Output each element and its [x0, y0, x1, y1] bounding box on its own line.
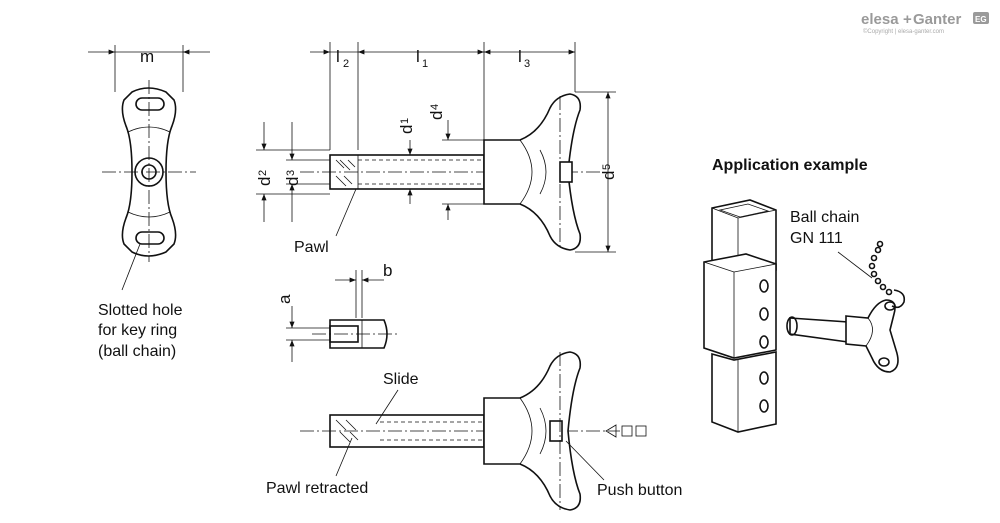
logo-badge: EG: [975, 15, 987, 24]
dim-d3: d: [283, 177, 302, 186]
dim-d5: d: [599, 171, 618, 180]
label-pawl-retracted: Pawl retracted: [266, 480, 368, 497]
dim-l1-sub: 1: [422, 58, 428, 70]
logo-right: Ganter: [913, 11, 962, 28]
logo-plus: +: [903, 11, 912, 28]
detail-view: b a: [275, 261, 400, 362]
dim-l2-sub: 2: [343, 58, 349, 70]
label-push-button: Push button: [597, 482, 682, 499]
dim-l1: l: [416, 47, 420, 66]
front-view: m Slotted hole for key ring (ball chain): [88, 45, 210, 360]
dim-d2-sub: 2: [257, 170, 269, 176]
dim-l3: l: [518, 47, 522, 66]
application-example-title: Application example: [712, 157, 868, 174]
dim-l2: l: [336, 47, 340, 66]
dim-m: m: [140, 47, 154, 66]
logo-left: elesa: [861, 11, 899, 28]
dim-b: b: [383, 261, 392, 280]
logo-badge-box: [973, 12, 989, 24]
application-example: Application example Ball chain GN 111: [703, 157, 906, 433]
side-view: l 2 l 1 l 3 d 5: [255, 42, 618, 256]
brand-logo: elesa + Ganter EG ©Copyright | elesa-gan…: [861, 11, 989, 35]
dim-d2: d: [255, 177, 274, 186]
dim-d1-sub: 1: [399, 118, 411, 124]
label-slide: Slide: [383, 371, 419, 388]
copyright-text: ©Copyright | elesa-ganter.com: [863, 28, 944, 35]
retracted-view: Slide Pawl retracted Push button: [266, 351, 682, 511]
dim-d3-sub: 3: [285, 170, 297, 176]
label-slotted-hole-2: for key ring: [98, 322, 177, 339]
label-ball-chain-2: GN 111: [790, 230, 843, 247]
dim-d5-sub: 5: [601, 164, 613, 170]
dim-d4: d: [427, 111, 446, 120]
dim-l3-sub: 3: [524, 58, 530, 70]
dim-a: a: [275, 294, 294, 304]
label-slotted-hole-3: (ball chain): [98, 343, 176, 360]
label-ball-chain-1: Ball chain: [790, 209, 859, 226]
label-slotted-hole-1: Slotted hole: [98, 302, 183, 319]
label-pawl: Pawl: [294, 239, 329, 256]
dim-d1: d: [397, 125, 416, 134]
dim-d4-sub: 4: [429, 104, 441, 110]
